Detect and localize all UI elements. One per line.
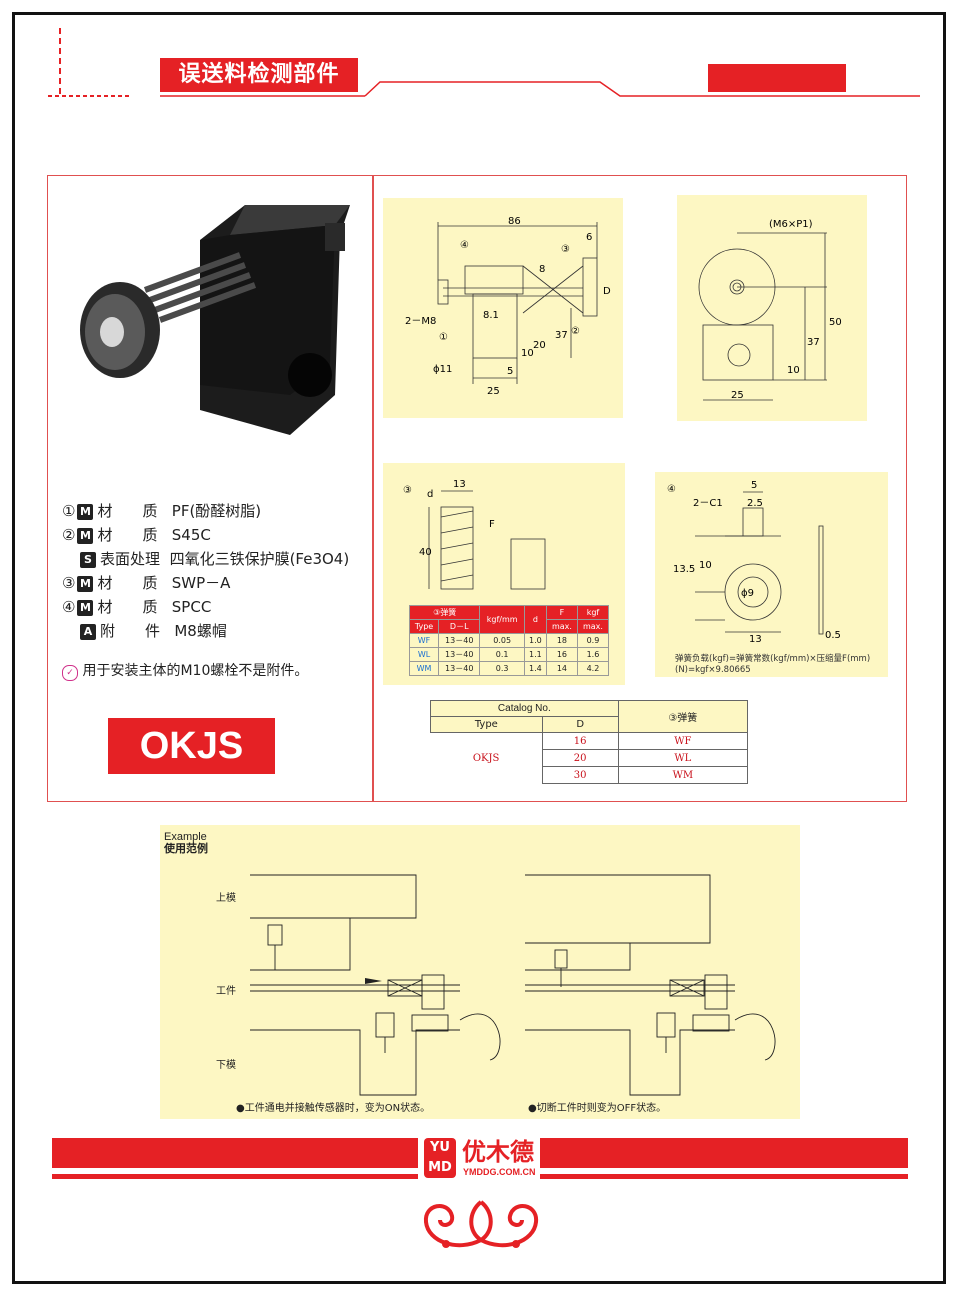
svg-text:13: 13 [749, 634, 762, 644]
svg-text:2－C1: 2－C1 [693, 498, 723, 509]
label-upper-die: 上模 [216, 893, 236, 904]
svg-text:6: 6 [586, 232, 592, 243]
footer-bar-left [52, 1138, 418, 1168]
material-badge-icon: M [77, 504, 94, 520]
svg-text:10: 10 [699, 560, 712, 571]
product-panel [47, 175, 907, 802]
svg-text:37: 37 [807, 337, 820, 348]
tip-icon: ✓ [62, 665, 78, 681]
svg-text:50: 50 [829, 317, 842, 328]
footer-line-right [540, 1174, 908, 1179]
spring-table: ③弹簧 kgf/mm d F kgf Type D－L max. max. WF… [408, 605, 610, 676]
catalog-table: Catalog No. ③弹簧 Type D OKJS 16 WF 20 WL … [430, 700, 749, 784]
note-text: ✓ 用于安装主体的M10螺栓不是附件。 [62, 660, 308, 681]
svg-text:D: D [603, 286, 611, 297]
svg-text:86: 86 [508, 216, 521, 227]
product-photo [80, 205, 350, 435]
panel-divider [372, 175, 374, 802]
brand-logo: YU MD [424, 1138, 456, 1178]
svg-text:①: ① [439, 332, 448, 343]
drawing-side-view: 86 6 ④ ③ ① ② 2－M8 8 8.1 D 37 20 10 5 ϕ11… [383, 198, 623, 418]
header-decoration [48, 28, 920, 98]
surface-badge-icon: S [80, 552, 96, 568]
material-badge-icon: M [77, 600, 94, 616]
drawing-bracket: ④ 5 2－C1 2.5 13.5 10 ϕ9 13 0.5 弹簧负载(kgf)… [655, 472, 888, 677]
svg-text:d: d [427, 489, 433, 500]
footer-line-left [52, 1174, 418, 1179]
drawing-spring: ③ 13 d F 40 ③弹簧 kgf/mm d F kgf Type D－L … [383, 463, 625, 685]
svg-text:8: 8 [539, 264, 545, 275]
material-badge-icon: M [77, 528, 94, 544]
arrow-right-icon [365, 978, 382, 984]
svg-text:②: ② [571, 326, 580, 337]
svg-text:F: F [489, 519, 495, 530]
material-badge-icon: M [77, 576, 94, 592]
brand-name: 优木德 [462, 1138, 534, 1166]
svg-text:ϕ11: ϕ11 [433, 364, 452, 375]
footer-bar-right [540, 1138, 908, 1168]
svg-text:20: 20 [533, 340, 546, 351]
table-row: 30 WM [431, 766, 749, 784]
caption-on-state: ●工件通电并接触传感器时，变为ON状态。 [236, 1103, 431, 1114]
accessory-badge-icon: A [80, 624, 96, 640]
drawing-front-view: (M6×P1) 50 37 10 25 [677, 195, 867, 421]
label-workpiece: 工件 [216, 986, 236, 997]
svg-text:5: 5 [751, 480, 757, 491]
header-red-block [708, 64, 846, 92]
svg-text:③: ③ [403, 485, 412, 496]
svg-text:8.1: 8.1 [483, 310, 499, 321]
svg-text:10: 10 [521, 348, 534, 359]
svg-text:2.5: 2.5 [747, 498, 763, 509]
svg-text:40: 40 [419, 547, 432, 558]
svg-text:13: 13 [453, 479, 466, 490]
svg-text:(M6×P1): (M6×P1) [769, 219, 813, 230]
svg-text:0.5: 0.5 [825, 630, 841, 641]
page-frame [12, 12, 946, 1284]
example-panel: Example 使用范例 [160, 825, 800, 1119]
svg-text:④: ④ [460, 240, 469, 251]
ornament-icon [423, 1200, 539, 1248]
svg-text:④: ④ [667, 484, 676, 495]
spring-formula: 弹簧负载(kgf)=弹簧常数(kgf/mm)×压缩量F(mm) (N)=kgf×… [675, 654, 871, 675]
svg-text:25: 25 [731, 390, 744, 401]
svg-text:5: 5 [507, 366, 513, 377]
product-code: OKJS [108, 718, 275, 774]
svg-text:ϕ9: ϕ9 [741, 588, 754, 599]
brand-url: YMDDG.COM.CN [463, 1167, 536, 1177]
caption-off-state: ●切断工件时则变为OFF状态。 [528, 1103, 667, 1114]
table-row: OKJS 16 WF [431, 732, 749, 764]
svg-text:2－M8: 2－M8 [405, 316, 436, 327]
svg-text:13.5: 13.5 [673, 564, 695, 575]
svg-text:37: 37 [555, 330, 568, 341]
page-title: 误送料检测部件 [160, 58, 358, 92]
svg-text:10: 10 [787, 365, 800, 376]
svg-text:25: 25 [487, 386, 500, 397]
example-title: Example 使用范例 [164, 831, 208, 855]
label-lower-die: 下模 [216, 1060, 236, 1071]
svg-text:③: ③ [561, 244, 570, 255]
